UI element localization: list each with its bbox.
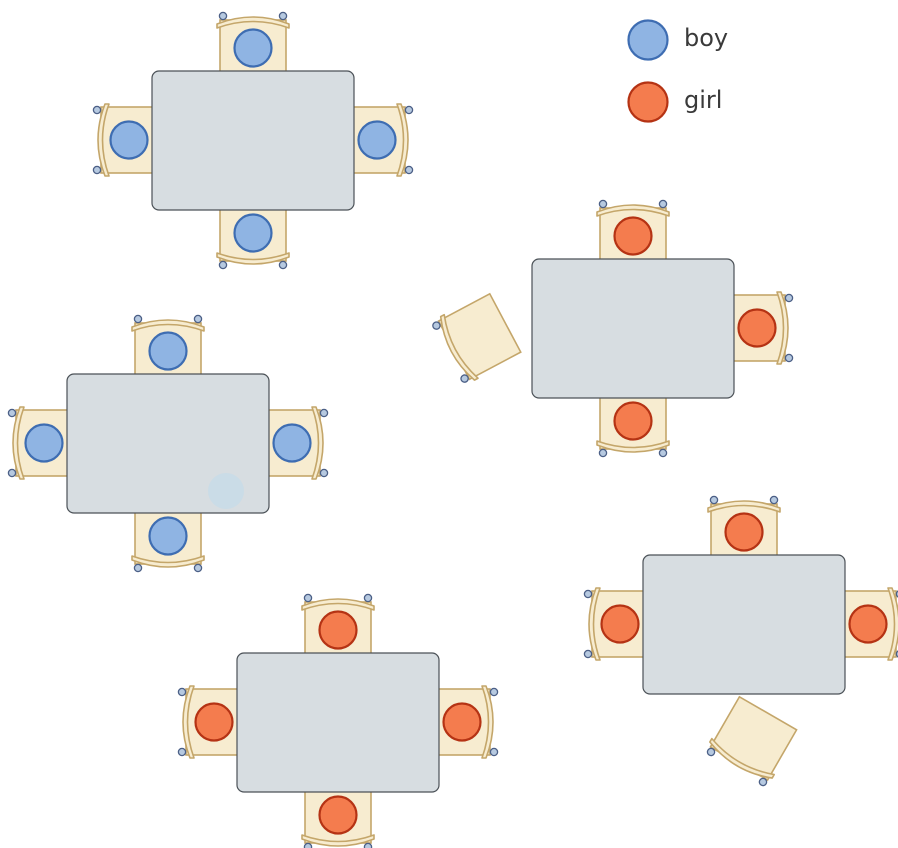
girl-marker — [196, 704, 233, 741]
chair-caster — [93, 166, 100, 173]
legend-label-girl: girl — [684, 88, 722, 112]
chair — [262, 407, 328, 479]
boy-marker — [150, 518, 187, 555]
chair-caster — [134, 564, 141, 571]
chair-caster — [364, 843, 371, 848]
chair-caster — [279, 261, 286, 268]
girls-table-lower-right — [584, 496, 898, 788]
chair-caster — [93, 106, 100, 113]
chair — [8, 407, 74, 479]
chair-caster — [405, 106, 412, 113]
chair-caster — [304, 843, 311, 848]
boy-marker — [150, 333, 187, 370]
boy-marker — [359, 122, 396, 159]
boy-marker — [26, 425, 63, 462]
boy-marker — [274, 425, 311, 462]
chair — [708, 496, 780, 562]
chair-caster — [770, 496, 777, 503]
girls-table-right — [430, 200, 792, 456]
chair-caster — [194, 315, 201, 322]
chair — [93, 104, 159, 176]
chair-caster — [178, 688, 185, 695]
chair — [597, 200, 669, 266]
legend-girl-marker — [629, 83, 668, 122]
chair-seat — [439, 294, 521, 380]
chair — [302, 785, 374, 848]
girl-marker — [320, 612, 357, 649]
chair-caster — [8, 469, 15, 476]
boys-table-top — [93, 12, 412, 268]
girl-marker — [615, 218, 652, 255]
girl-marker — [615, 403, 652, 440]
chair-caster — [785, 294, 792, 301]
chair-caster — [599, 449, 606, 456]
chair — [132, 315, 204, 381]
legend-boy-marker — [629, 21, 668, 60]
chair — [217, 203, 289, 269]
chair-caster — [785, 354, 792, 361]
chair — [727, 292, 793, 364]
chair-caster — [320, 409, 327, 416]
chair-caster — [194, 564, 201, 571]
chair-caster — [490, 688, 497, 695]
chair-caster — [584, 650, 591, 657]
boy-marker — [111, 122, 148, 159]
table — [643, 555, 845, 694]
chair — [597, 391, 669, 457]
chair — [217, 12, 289, 78]
girl-marker — [726, 514, 763, 551]
chair-caster — [584, 590, 591, 597]
chair-caster — [219, 261, 226, 268]
chair-caster — [320, 469, 327, 476]
chair — [302, 594, 374, 660]
girl-marker — [444, 704, 481, 741]
chair-caster — [490, 748, 497, 755]
chair — [584, 588, 650, 660]
chair — [347, 104, 413, 176]
legend-label-boy: boy — [684, 26, 728, 50]
girl-marker — [850, 606, 887, 643]
table — [152, 71, 354, 210]
empty-chair — [430, 291, 522, 385]
chair-caster — [304, 594, 311, 601]
girls-table-bottom — [178, 594, 497, 848]
boy-marker — [235, 30, 272, 67]
chair-caster — [364, 594, 371, 601]
chair-caster — [8, 409, 15, 416]
chair-caster — [178, 748, 185, 755]
girl-marker — [320, 797, 357, 834]
girl-marker — [739, 310, 776, 347]
chair-seat — [710, 697, 796, 780]
table — [532, 259, 734, 398]
chair-caster — [405, 166, 412, 173]
chair — [132, 506, 204, 572]
girl-marker — [602, 606, 639, 643]
empty-chair — [704, 695, 799, 788]
chair-caster — [134, 315, 141, 322]
chair-caster — [599, 200, 606, 207]
faint-circle — [208, 473, 244, 509]
chair-caster — [659, 449, 666, 456]
chair-caster — [659, 200, 666, 207]
chair-caster — [219, 12, 226, 19]
table — [237, 653, 439, 792]
chair-caster — [279, 12, 286, 19]
chair-caster — [710, 496, 717, 503]
chair — [838, 588, 898, 660]
chair — [178, 686, 244, 758]
boy-marker — [235, 215, 272, 252]
chair — [432, 686, 498, 758]
boys-table-left — [8, 315, 327, 571]
